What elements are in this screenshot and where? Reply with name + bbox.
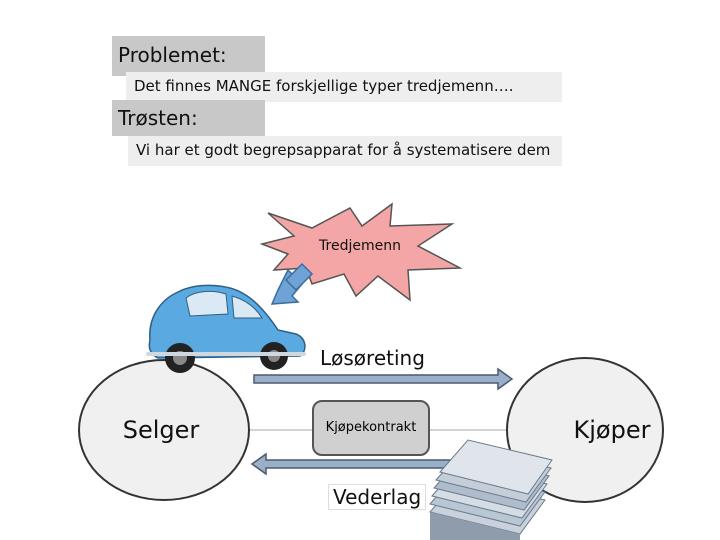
comfort-description: Vi har et godt begrepsapparat for å syst…	[128, 136, 562, 166]
car-illustration	[146, 284, 306, 373]
seller-label: Selger	[122, 416, 200, 444]
third-party-label: Tredjemenn	[319, 238, 401, 254]
problem-heading: Problemet:	[112, 36, 265, 76]
comfort-heading: Trøsten:	[112, 100, 265, 136]
buyer-label: Kjøper	[573, 416, 651, 444]
problem-description: Det finnes MANGE forskjellige typer tred…	[126, 72, 562, 102]
payment-flow-label: Vederlag	[328, 484, 427, 510]
banknotes-illustration	[429, 439, 553, 540]
callout-arrow	[270, 262, 314, 305]
goods-flow-arrow	[253, 367, 514, 391]
goods-flow-label: Løsøreting	[320, 346, 425, 370]
seller-node	[78, 359, 250, 501]
third-party-starburst	[259, 202, 463, 302]
contract-box: Kjøpekontrakt	[312, 400, 430, 456]
